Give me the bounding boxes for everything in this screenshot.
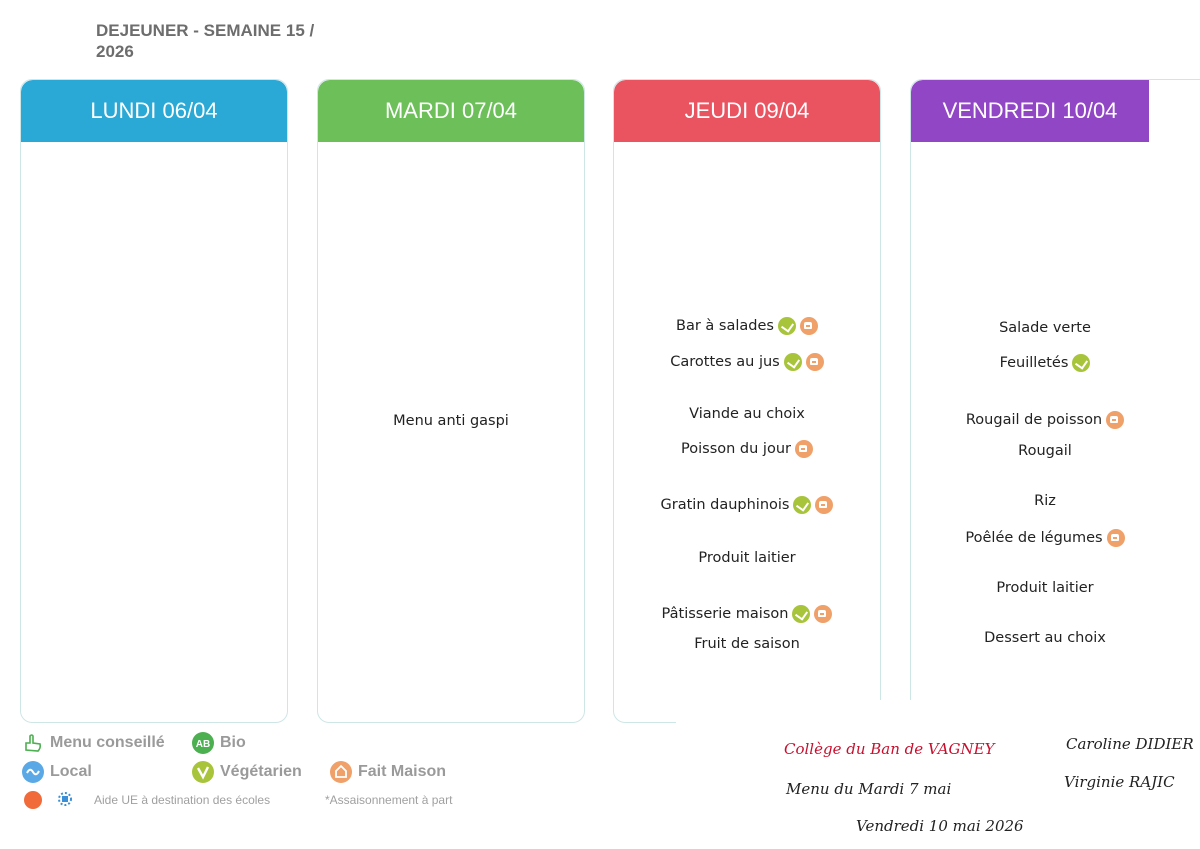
vegetarian-icon [783,353,802,371]
school-name: Collège du Ban de VAGNEY [784,740,995,758]
menu-item: Viande au choix [614,404,880,424]
apple-icon [24,791,42,809]
day-header: VENDREDI 10/04 [911,80,1149,142]
menu-item: Dessert au choix [911,628,1179,648]
vegetarian-icon [1072,354,1091,372]
legend-menu-conseille: Menu conseillé [22,732,165,754]
vegetarian-icon [792,605,811,623]
menu-item: Bar à salades [614,316,880,336]
menu-item-label: Carottes au jus [670,354,780,370]
homemade-icon [805,353,824,371]
day-body [21,142,287,722]
menu-item-label: Rougail [1018,443,1072,459]
menu-item: Salade verte [911,318,1179,338]
paper-overlay [676,700,1200,849]
menu-item: Menu anti gaspi [318,411,584,431]
menu-item-label: Rougail de poisson [965,412,1103,428]
menu-item: Produit laitier [911,578,1179,598]
menu-item: Feuilletés [911,353,1179,373]
vegetarian-icon [777,317,796,335]
menu-item-label: Fruit de saison [694,636,800,652]
menu-item: Carottes au jus [614,352,880,372]
day-header: LUNDI 06/04 [21,80,287,142]
day-header: MARDI 07/04 [318,80,584,142]
local-icon [22,761,44,783]
legend-label: Local [50,763,92,780]
page-title: DEJEUNER - SEMAINE 15 / 2026 [96,21,315,61]
menu-item: Riz [911,491,1179,511]
menu-item-label: Bar à salades [676,318,774,334]
day-column-mardi: MARDI 07/04 Menu anti gaspi [317,79,585,723]
legend-vegetarien: Végétarien [192,761,302,783]
homemade-icon [799,317,818,335]
svg-text:AB: AB [196,739,210,750]
menu-item-label: Pâtisserie maison [661,606,789,622]
menu-item-label: Gratin dauphinois [660,497,790,513]
menu-item-label: Salade verte [999,320,1091,336]
menu-item: Poêlée de légumes [911,528,1179,548]
menu-item-label: Feuilletés [999,355,1069,371]
homemade-icon [814,605,833,623]
signature-date: Vendredi 10 mai 2026 [856,817,1024,835]
menu-item-label: Riz [1034,493,1056,509]
menu-item: Pâtisserie maison [614,604,880,624]
menu-date-note: Menu du Mardi 7 mai [786,780,952,798]
legend-bio: AB Bio [192,732,246,754]
homemade-icon [815,496,834,514]
menu-item-label: Poêlée de légumes [965,530,1103,546]
homemade-icon [1106,529,1125,547]
homemade-icon [1106,411,1125,429]
legend-label: Fait Maison [358,763,447,780]
legend-local: Local [22,761,92,783]
menu-item: Produit laitier [614,548,880,568]
eu-stars-icon [55,789,75,809]
menu-item: Gratin dauphinois [614,495,880,515]
menu-item: Rougail [911,441,1179,461]
signer-name-1: Caroline DIDIER [1066,735,1194,753]
menu-item-label: Produit laitier [996,580,1094,596]
assaisonnement-note: *Assaisonnement à part [325,793,453,807]
menu-item: Rougail de poisson [911,410,1179,430]
menu-item-label: Poisson du jour [681,441,791,457]
vegetarian-icon [793,496,812,514]
signer-name-2: Virginie RAJIC [1064,773,1175,791]
legend-label: Végétarien [220,763,302,780]
menu-item-label: Produit laitier [698,550,796,566]
legend-fait-maison: Fait Maison [330,761,446,783]
bio-icon: AB [192,732,214,754]
menu-item-label: Dessert au choix [984,630,1106,646]
menu-item: Poisson du jour [614,439,880,459]
vegetarian-icon [192,761,214,783]
legend-label: Menu conseillé [50,734,165,751]
legend-label: Bio [220,734,246,751]
day-body: Menu anti gaspi [318,142,584,722]
hand-pointer-icon [22,732,44,754]
day-column-lundi: LUNDI 06/04 [20,79,288,723]
homemade-icon [330,761,352,783]
homemade-icon [794,440,813,458]
menu-item: Fruit de saison [614,634,880,654]
day-header: JEUDI 09/04 [614,80,880,142]
menu-item-label: Viande au choix [689,406,805,422]
menu-item-label: Menu anti gaspi [393,413,509,429]
aide-ue-note: Aide UE à destination des écoles [94,793,271,807]
